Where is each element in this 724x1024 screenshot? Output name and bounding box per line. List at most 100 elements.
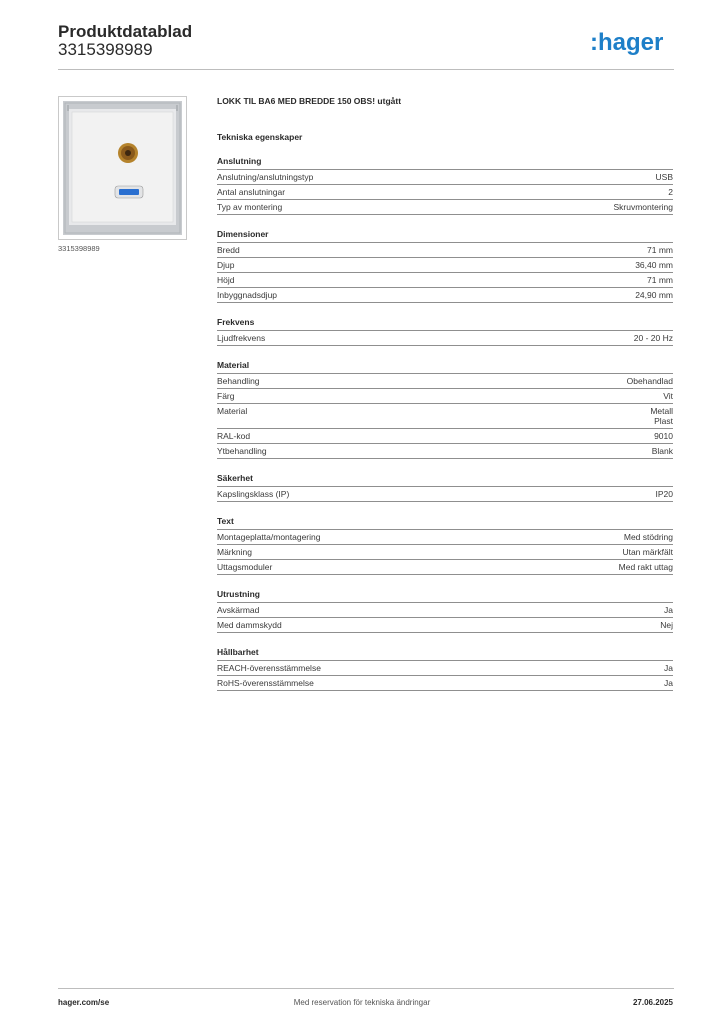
hager-logo: :hager xyxy=(590,29,663,56)
spec-row: Avskärmad Ja xyxy=(217,603,673,618)
spec-value-line: Ja xyxy=(664,678,673,688)
spec-value-line: 71 mm xyxy=(647,245,673,255)
tech-specs-heading: Tekniska egenskaper xyxy=(217,132,303,142)
product-image-drawing xyxy=(63,101,182,235)
spec-label: Höjd xyxy=(217,275,235,285)
section-title: Dimensioner xyxy=(217,229,673,243)
spec-value-line: Metall xyxy=(650,406,673,416)
usb-socket-icon xyxy=(114,185,144,199)
spec-label: Behandling xyxy=(217,376,260,386)
footer-divider xyxy=(58,988,674,989)
section-title: Säkerhet xyxy=(217,473,673,487)
audio-socket-icon xyxy=(118,143,138,163)
spec-label: Med dammskydd xyxy=(217,620,282,630)
spec-row: Uttagsmoduler Med rakt uttag xyxy=(217,560,673,575)
spec-value-line: USB xyxy=(655,172,673,182)
spec-value-line: Med rakt uttag xyxy=(618,562,673,572)
image-caption: 3315398989 xyxy=(58,244,100,253)
spec-label: Material xyxy=(217,406,248,416)
spec-label: Anslutning/anslutningstyp xyxy=(217,172,314,182)
spec-row: Kapslingsklass (IP) IP20 xyxy=(217,487,673,502)
spec-value: IP20 xyxy=(656,489,674,499)
spec-label: Montageplatta/montagering xyxy=(217,532,321,542)
spec-label: Färg xyxy=(217,391,235,401)
product-name: LOKK TIL BA6 MED BREDDE 150 OBS! utgått xyxy=(217,96,402,106)
spec-value: Ja xyxy=(664,678,673,688)
spec-value-line: Nej xyxy=(660,620,673,630)
spec-value: 24,90 mm xyxy=(635,290,673,300)
spec-row: Färg Vit xyxy=(217,389,673,404)
spec-row: Anslutning/anslutningstyp USB xyxy=(217,170,673,185)
spec-row: Antal anslutningar 2 xyxy=(217,185,673,200)
spec-value-line: 20 - 20 Hz xyxy=(633,333,673,343)
spec-value: 71 mm xyxy=(647,245,673,255)
document-title: Produktdatablad xyxy=(58,22,193,41)
spec-label: REACH-överensstämmelse xyxy=(217,663,321,673)
spec-label: Bredd xyxy=(217,245,240,255)
spec-value: Blank xyxy=(652,446,673,456)
spec-value-line: Ja xyxy=(664,663,673,673)
footer-date: 27.06.2025 xyxy=(632,998,673,1007)
spec-value-line: Skruvmontering xyxy=(613,202,673,212)
spec-label: Märkning xyxy=(217,547,252,557)
spec-value: Nej xyxy=(660,620,673,630)
section-title: Material xyxy=(217,360,673,374)
spec-value: USB xyxy=(656,172,673,182)
spec-value-line: Ja xyxy=(664,605,673,615)
page-header: Produktdatablad 3315398989 :hager xyxy=(58,20,674,70)
spec-label: RAL-kod xyxy=(217,431,251,441)
spec-value-line: 36,40 mm xyxy=(635,260,673,270)
section-title: Utrustning xyxy=(217,589,673,603)
spec-label: Antal anslutningar xyxy=(217,187,286,197)
spec-row: RoHS-överensstämmelse Ja xyxy=(217,676,673,691)
footer-website[interactable]: hager.com/se xyxy=(58,998,110,1007)
spec-value: Ja xyxy=(664,663,673,673)
footer-disclaimer: Med reservation för tekniska ändringar xyxy=(293,998,431,1007)
spec-value: 36,40 mm xyxy=(635,260,673,270)
spec-value: 20 - 20 Hz xyxy=(634,333,673,343)
spec-value-line: IP20 xyxy=(655,489,674,499)
spec-value-line: 9010 xyxy=(654,431,673,441)
document-number: 3315398989 xyxy=(58,40,153,59)
spec-label: Ytbehandling xyxy=(217,446,267,456)
spec-label: Avskärmad xyxy=(217,605,260,615)
product-details: LOKK TIL BA6 MED BREDDE 150 OBS! utgått … xyxy=(217,96,673,691)
spec-value: Utan märkfält xyxy=(622,547,673,557)
spec-value: Obehandlad xyxy=(627,376,673,386)
spec-label: Kapslingsklass (IP) xyxy=(217,489,290,499)
spec-value-line: Utan märkfält xyxy=(622,547,673,557)
section-title: Anslutning xyxy=(217,156,673,170)
spec-row: Med dammskydd Nej xyxy=(217,618,673,633)
spec-value: Med stödring xyxy=(624,532,673,542)
header-divider xyxy=(58,69,674,70)
spec-row: Montageplatta/montagering Med stödring xyxy=(217,530,673,545)
spec-label: RoHS-överensstämmelse xyxy=(217,678,314,688)
spec-label: Djup xyxy=(217,260,235,270)
spec-value-line: 2 xyxy=(668,187,673,197)
section-title: Hållbarhet xyxy=(217,647,673,661)
spec-label: Ljudfrekvens xyxy=(217,333,266,343)
spec-label: Uttagsmoduler xyxy=(217,562,273,572)
spec-value: 71 mm xyxy=(647,275,673,285)
spec-value-line: Obehandlad xyxy=(626,376,673,386)
spec-row: Bredd 71 mm xyxy=(217,243,673,258)
spec-value-line: Vit xyxy=(663,391,673,401)
spec-row: Märkning Utan märkfält xyxy=(217,545,673,560)
product-image xyxy=(58,96,187,240)
spec-row: RAL-kod 9010 xyxy=(217,429,673,444)
spec-value: Vit xyxy=(663,391,673,401)
spec-row: REACH-överensstämmelse Ja xyxy=(217,661,673,676)
spec-row: Höjd 71 mm xyxy=(217,273,673,288)
